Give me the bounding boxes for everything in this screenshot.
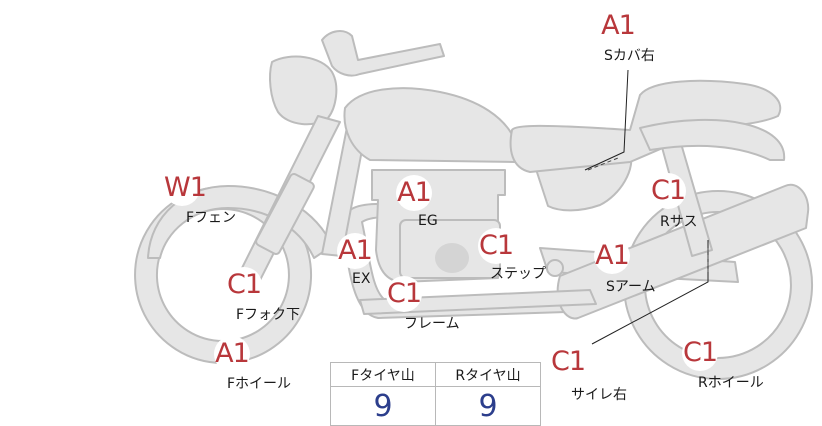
exhaust-label: EX bbox=[352, 271, 370, 287]
silencer-right-label: サイレ右 bbox=[571, 384, 627, 404]
r-wheel-label: Rホイール bbox=[698, 372, 764, 392]
engine-grade: A1 bbox=[396, 175, 432, 211]
step-grade: C1 bbox=[478, 228, 514, 264]
step-label: ステップ bbox=[490, 263, 546, 283]
front-tire-tread-value: 9 bbox=[331, 387, 436, 426]
s-cover-right-grade: A1 bbox=[600, 8, 636, 44]
tire-tread-table: Fタイヤ山 Rタイヤ山 9 9 bbox=[330, 362, 541, 426]
s-cover-right-label: Sカバ右 bbox=[604, 45, 655, 65]
s-arm-label: Sアーム bbox=[606, 276, 656, 296]
tire-tread-value-row: 9 9 bbox=[331, 387, 541, 426]
f-fork-lower-label: Fフォク下 bbox=[236, 304, 300, 324]
frame-grade: C1 bbox=[386, 276, 422, 312]
r-suspension-grade: C1 bbox=[650, 173, 686, 209]
rear-tire-tread-value: 9 bbox=[436, 387, 541, 426]
s-arm-grade: A1 bbox=[594, 238, 630, 274]
footpeg-shape bbox=[547, 260, 563, 276]
rear-fender-shape bbox=[640, 120, 784, 160]
handlebar-shape bbox=[322, 31, 444, 76]
headlight-shape bbox=[270, 57, 336, 125]
f-wheel-grade: A1 bbox=[214, 336, 250, 372]
r-wheel-grade: C1 bbox=[682, 335, 718, 371]
rear-tire-tread-header: Rタイヤ山 bbox=[436, 363, 541, 387]
f-wheel-label: Fホイール bbox=[227, 373, 291, 393]
silencer-right-grade: C1 bbox=[550, 344, 586, 380]
frame-label: フレーム bbox=[404, 313, 460, 333]
f-fender-grade: W1 bbox=[164, 170, 200, 206]
exhaust-grade: A1 bbox=[337, 233, 373, 269]
engine-label: EG bbox=[418, 213, 438, 229]
r-suspension-label: Rサス bbox=[660, 211, 697, 231]
front-tire-tread-header: Fタイヤ山 bbox=[331, 363, 436, 387]
fuel-tank-shape bbox=[344, 88, 515, 162]
f-fender-label: Fフェン bbox=[186, 207, 236, 227]
f-fork-lower-grade: C1 bbox=[226, 267, 262, 303]
tire-tread-header-row: Fタイヤ山 Rタイヤ山 bbox=[331, 363, 541, 387]
